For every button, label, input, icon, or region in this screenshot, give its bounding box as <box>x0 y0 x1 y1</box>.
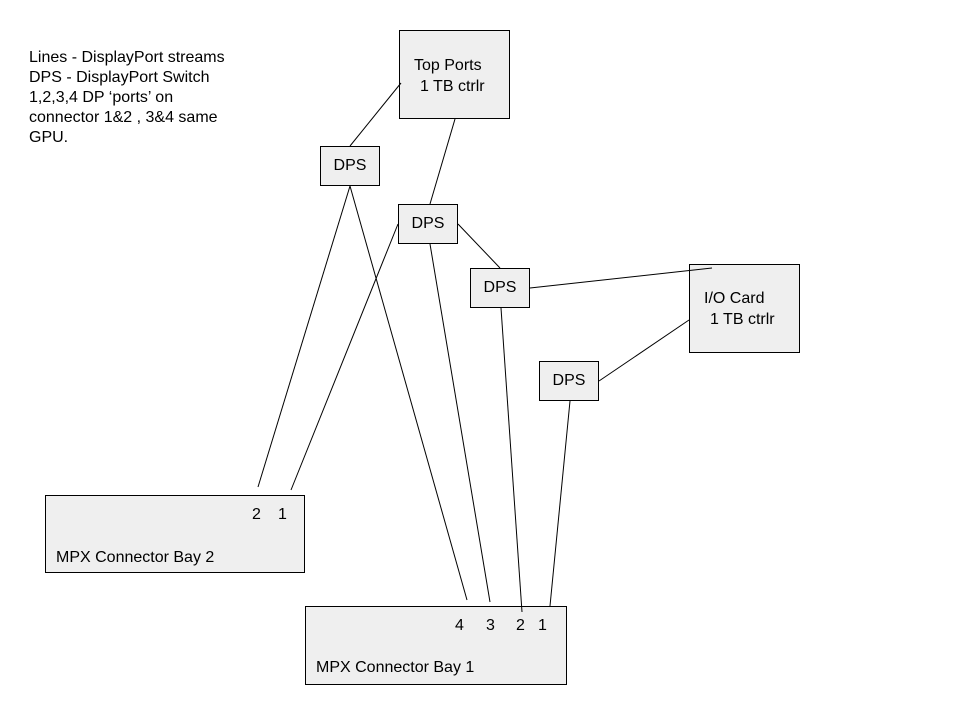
line-top-ports-to-dps-1 <box>349 82 402 147</box>
legend-line-2: DPS - DisplayPort Switch <box>29 69 210 86</box>
dps-switch-1-label: DPS <box>333 157 367 174</box>
line-dps-3-to-io-card <box>529 267 713 289</box>
io-card-box: I/O Card 1 TB ctrlr <box>689 264 800 353</box>
line-top-ports-to-dps-2 <box>429 118 456 205</box>
dps-switch-4: DPS <box>539 361 599 401</box>
bay-1-port-1: 1 <box>538 617 547 634</box>
line-dps-4-to-bay-1-port-1 <box>549 400 571 607</box>
dps-switch-3: DPS <box>470 268 530 308</box>
top-ports-controller: 1 TB ctrlr <box>420 78 485 95</box>
bay-1-port-3: 3 <box>486 617 495 634</box>
line-dps-2-to-dps-3 <box>457 223 501 269</box>
line-dps-1-to-bay-1-port-4 <box>349 185 468 601</box>
mpx-bay-2-box: 2 1 MPX Connector Bay 2 <box>45 495 305 573</box>
bay-1-port-2: 2 <box>516 617 525 634</box>
bay-1-port-4: 4 <box>455 617 464 634</box>
legend-line-5: GPU. <box>29 129 69 146</box>
dps-switch-3-label: DPS <box>483 279 517 296</box>
mpx-bay-1-box: 4 3 2 1 MPX Connector Bay 1 <box>305 606 567 685</box>
dps-switch-4-label: DPS <box>552 372 586 389</box>
dps-switch-1: DPS <box>320 146 380 186</box>
legend-line-4: connector 1&2 , 3&4 same <box>29 109 218 126</box>
line-dps-3-to-bay-1-port-2 <box>500 307 523 613</box>
legend-line-3: 1,2,3,4 DP ‘ports’ on <box>29 89 174 106</box>
bay-2-port-2: 2 <box>252 506 261 523</box>
line-dps-1-to-bay-2-port-2 <box>257 185 351 488</box>
legend: Lines - DisplayPort streams DPS - Displa… <box>29 48 279 148</box>
io-card-label: I/O Card <box>704 290 765 307</box>
line-io-card-to-dps-4 <box>598 319 690 382</box>
io-card-controller: 1 TB ctrlr <box>710 311 775 328</box>
line-dps-2-to-bay-2-port-1 <box>290 223 399 491</box>
bay-2-port-1: 1 <box>278 506 287 523</box>
dps-switch-2-label: DPS <box>411 215 445 232</box>
dps-switch-2: DPS <box>398 204 458 244</box>
top-ports-box: Top Ports 1 TB ctrlr <box>399 30 510 119</box>
bay-2-title: MPX Connector Bay 2 <box>56 549 215 566</box>
bay-1-title: MPX Connector Bay 1 <box>316 659 475 676</box>
top-ports-label: Top Ports <box>414 57 482 74</box>
legend-line-1: Lines - DisplayPort streams <box>29 49 225 66</box>
